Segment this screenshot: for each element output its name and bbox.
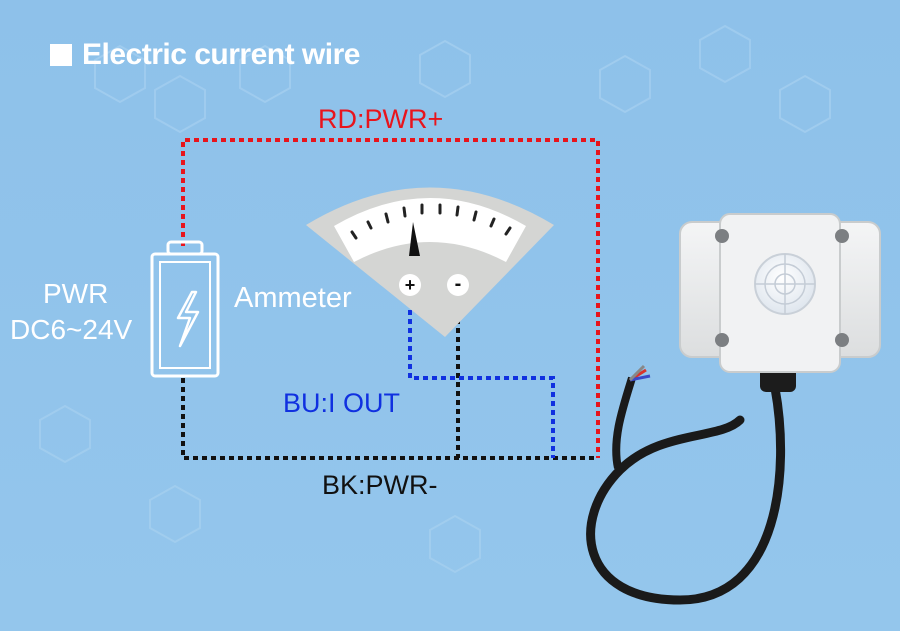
page-title-text: Electric current wire [82, 38, 360, 71]
ammeter-icon: + - [306, 187, 554, 337]
lightning-icon [176, 290, 200, 348]
ammeter-label: Ammeter [234, 282, 352, 314]
power-voltage-label: DC6~24V [10, 314, 133, 345]
sensor-device [586, 213, 881, 605]
red-wire [181, 138, 600, 458]
battery-icon [150, 240, 220, 378]
black-wire-label: BK:PWR- [322, 470, 438, 500]
blue-wire-label: BU:I OUT [283, 388, 401, 418]
ammeter-minus-label: - [455, 273, 462, 295]
power-label: PWR [43, 278, 109, 309]
red-wire-label: RD:PWR+ [318, 104, 444, 134]
blue-wire [408, 292, 555, 458]
page-title: Electric current wire [50, 38, 360, 72]
title-square-icon [50, 44, 72, 66]
ammeter-plus-label: + [405, 275, 416, 295]
